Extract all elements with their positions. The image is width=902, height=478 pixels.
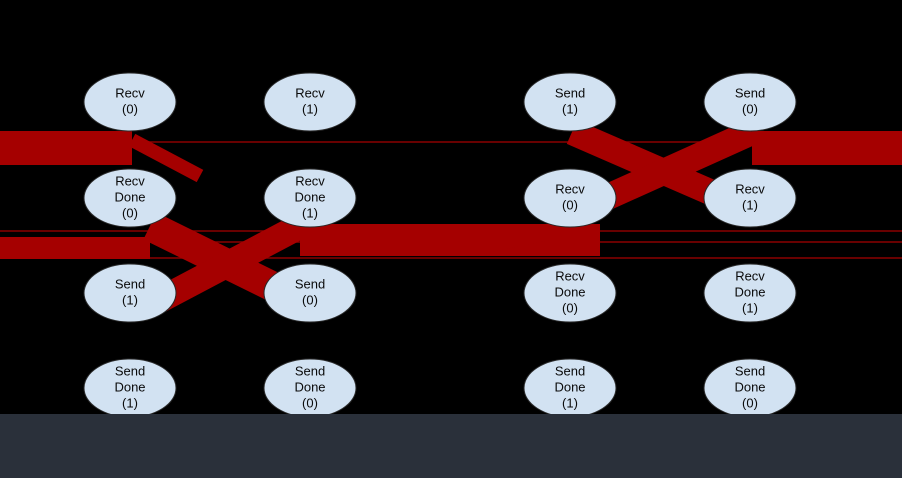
node-shape[interactable] <box>523 168 617 228</box>
graph-edge <box>468 222 562 256</box>
node-label-line: Send <box>555 85 585 100</box>
node-label-line: (1) <box>122 292 138 307</box>
graph-edge <box>153 214 307 312</box>
node-label-line: Send <box>555 363 585 378</box>
node-label-line: (0) <box>302 292 318 307</box>
node-label-line: (1) <box>742 197 758 212</box>
node-label-line: Done <box>114 189 145 204</box>
node-shape[interactable] <box>523 263 617 323</box>
node-label-line: (0) <box>742 101 758 116</box>
node-label-line: (1) <box>122 395 138 410</box>
node-label-line: Send <box>295 276 325 291</box>
graph-node-recv1_b[interactable]: Recv(1) <box>703 168 797 228</box>
node-label-line: Done <box>734 284 765 299</box>
node-label-line: Done <box>114 379 145 394</box>
graph-node-recv0_b[interactable]: Recv(0) <box>523 168 617 228</box>
node-label-line: (1) <box>562 395 578 410</box>
node-label-line: Send <box>735 363 765 378</box>
bottom-status-bar <box>0 414 902 478</box>
node-shape[interactable] <box>263 168 357 228</box>
node-shape[interactable] <box>263 263 357 323</box>
node-label-line: (0) <box>742 395 758 410</box>
node-label-line: (1) <box>302 205 318 220</box>
graph-node-send0_mid[interactable]: Send(0) <box>263 263 357 323</box>
node-label-line: Send <box>115 276 145 291</box>
graph-node-recv1[interactable]: Recv(1) <box>263 72 357 132</box>
graph-edge <box>584 120 758 217</box>
node-layer: Recv(0)Recv(1)Send(1)Send(0)RecvDone(0)R… <box>83 72 797 418</box>
node-label-line: Send <box>295 363 325 378</box>
node-shape[interactable] <box>263 72 357 132</box>
node-shape[interactable] <box>703 72 797 132</box>
node-label-line: Done <box>554 379 585 394</box>
node-label-line: Recv <box>115 173 145 188</box>
node-label-line: (1) <box>742 300 758 315</box>
graph-node-send1_mid[interactable]: Send(1) <box>83 263 177 323</box>
graph-node-send1_top[interactable]: Send(1) <box>523 72 617 132</box>
node-shape[interactable] <box>703 168 797 228</box>
node-shape[interactable] <box>83 72 177 132</box>
node-shape[interactable] <box>83 168 177 228</box>
graph-edge <box>128 133 204 183</box>
node-label-line: Recv <box>735 268 765 283</box>
node-shape[interactable] <box>83 263 177 323</box>
node-label-line: (1) <box>302 101 318 116</box>
node-label-line: (0) <box>562 300 578 315</box>
node-label-line: Recv <box>115 85 145 100</box>
graph-node-recv0[interactable]: Recv(0) <box>83 72 177 132</box>
node-label-line: (0) <box>122 205 138 220</box>
node-label-line: Recv <box>295 173 325 188</box>
node-label-line: Done <box>294 379 325 394</box>
node-label-line: Done <box>554 284 585 299</box>
node-label-line: Recv <box>735 181 765 196</box>
node-label-line: (0) <box>122 101 138 116</box>
node-label-line: (0) <box>562 197 578 212</box>
node-shape[interactable] <box>523 72 617 132</box>
node-label-line: Send <box>115 363 145 378</box>
node-label-line: Recv <box>295 85 325 100</box>
node-shape[interactable] <box>703 263 797 323</box>
node-label-line: Recv <box>555 181 585 196</box>
node-label-line: Done <box>294 189 325 204</box>
node-label-line: Send <box>735 85 765 100</box>
node-label-line: (1) <box>562 101 578 116</box>
node-label-line: Recv <box>555 268 585 283</box>
node-label-line: (0) <box>302 395 318 410</box>
graph-node-send0_top[interactable]: Send(0) <box>703 72 797 132</box>
node-label-line: Done <box>734 379 765 394</box>
